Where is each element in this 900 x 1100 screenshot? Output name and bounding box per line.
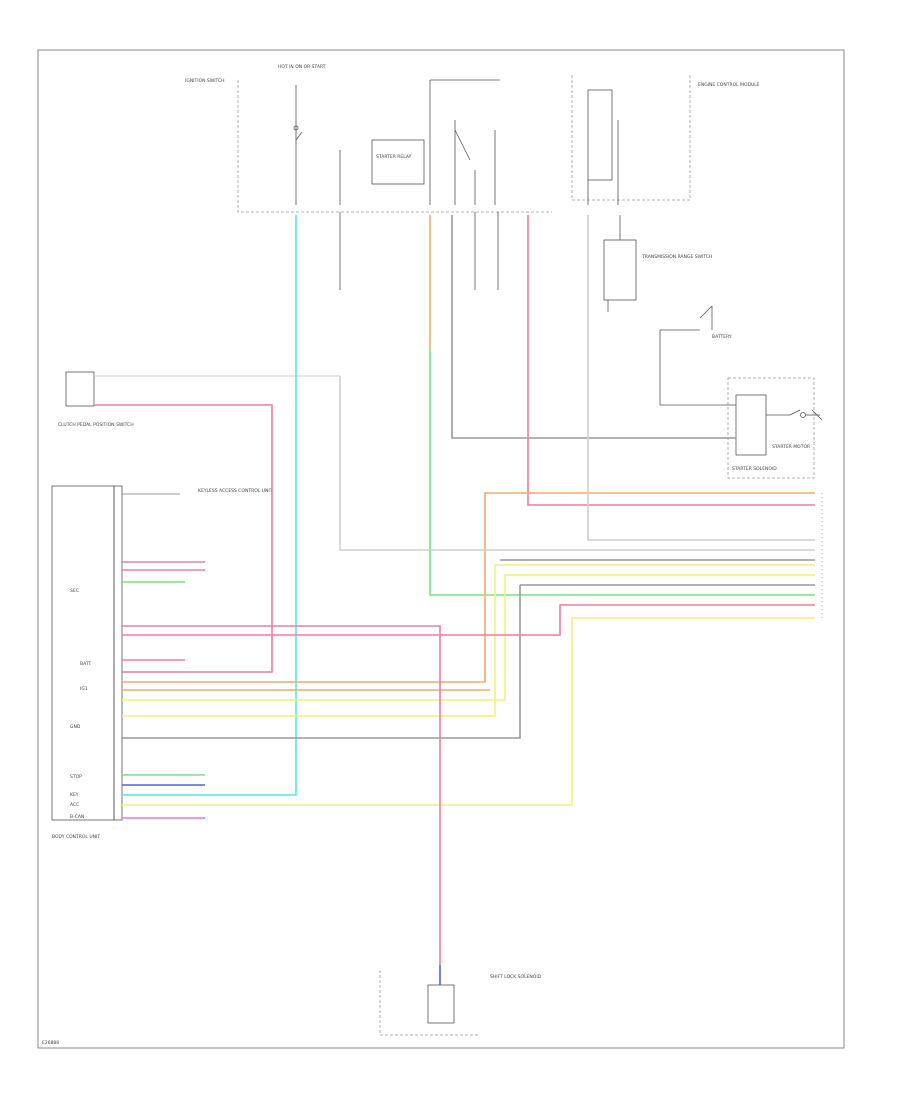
- ignition-switch-block: IGNITION SWITCH HOT IN ON OR START: [185, 64, 552, 213]
- shift-lock-label: SHIFT LOCK SOLENOID: [490, 974, 542, 980]
- body-control-unit-label: BODY CONTROL UNIT: [52, 834, 100, 840]
- clutch-pedal-label: CLUTCH PEDAL POSITION SWITCH: [58, 422, 134, 428]
- bcm-pin-stop: STOP: [70, 774, 82, 780]
- bcm-pin-bcan: B-CAN: [70, 814, 84, 820]
- engine-ecm-label: ENGINE CONTROL MODULE: [698, 82, 760, 88]
- wire-gray-bcm: [122, 585, 521, 739]
- bcm-pin-key: KEY: [70, 792, 79, 798]
- wire-orange-harness: [122, 492, 815, 683]
- starter-relay-label: STARTER RELAY: [376, 154, 412, 160]
- bcm-pin-ig1: IG1: [80, 686, 88, 692]
- wire-gray-starter: [451, 215, 736, 439]
- transmission-range-switch: TRANSMISSION RANGE SWITCH: [603, 215, 712, 312]
- corner-label: E26888: [42, 1040, 59, 1046]
- fuse-label: HOT IN ON OR START: [278, 64, 326, 70]
- clutch-pedal-switch: CLUTCH PEDAL POSITION SWITCH: [58, 371, 340, 428]
- shift-lock-solenoid: SHIFT LOCK SOLENOID: [379, 970, 542, 1036]
- keyless-label: KEYLESS ACCESS CONTROL UNIT: [198, 488, 273, 494]
- wires: [94, 215, 815, 985]
- bcm-pin-batt: BATT: [80, 661, 91, 667]
- wire-lightgray: [339, 376, 815, 551]
- battery-block: BATTERY: [659, 305, 732, 405]
- diagram-border: [37, 49, 845, 1049]
- wire-pink-right: [122, 604, 815, 636]
- wire-yellow-2: [122, 617, 815, 806]
- battery-label: BATTERY: [712, 334, 732, 340]
- starter-motor-label: STARTER MOTOR: [772, 444, 810, 450]
- wire-green-relay: [429, 350, 815, 596]
- transmission-range-label: TRANSMISSION RANGE SWITCH: [641, 254, 712, 260]
- body-control-unit: BODY CONTROL UNIT SEC BATT IG1 GND STOP …: [51, 485, 273, 840]
- starter-motor-block: STARTER MOTOR STARTER SOLENOID: [660, 377, 823, 479]
- wire-pink-shiftlock: [122, 625, 441, 965]
- engine-control-module: ENGINE CONTROL MODULE: [571, 75, 760, 205]
- starter-solenoid-label: STARTER SOLENOID: [732, 466, 777, 472]
- ignition-switch-label: IGNITION SWITCH: [185, 78, 225, 84]
- wire-pink-ecm: [527, 215, 815, 506]
- bcm-pin-sec: SEC: [70, 588, 79, 594]
- bcm-pin-gnd: GND: [70, 724, 81, 730]
- wire-yellow-3: [122, 574, 815, 701]
- wire-pink-clutch: [94, 404, 273, 673]
- bcm-pin-acc: ACC: [70, 802, 79, 808]
- ground-stubs: [339, 212, 499, 290]
- starter-relay-block: STARTER RELAY: [371, 79, 500, 205]
- wire-gray-right-1: [587, 215, 815, 541]
- wire-yellow-1: [122, 564, 815, 717]
- wire-cyan: [122, 215, 297, 796]
